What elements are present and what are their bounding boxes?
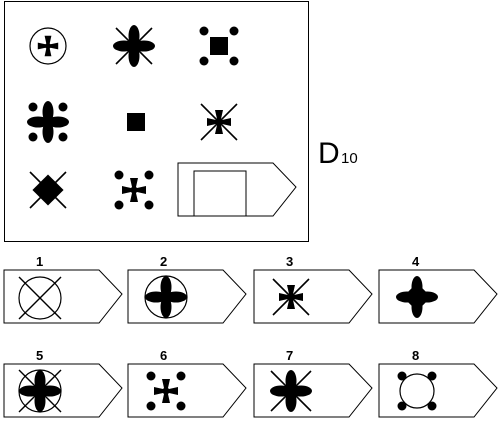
option-4[interactable]: 4 [378, 254, 498, 324]
matrix-cell-9-answer-slot [177, 162, 297, 217]
x-line [18, 369, 62, 413]
option-frame [127, 363, 247, 418]
option-frame [253, 269, 373, 324]
option-frame [378, 363, 498, 418]
square-shape [127, 113, 145, 131]
option-6[interactable]: 6 [127, 348, 247, 418]
matrix-cell-1 [29, 27, 67, 65]
option-number: 2 [160, 254, 167, 269]
matrix-cell-3 [199, 26, 239, 66]
option-2-figure [144, 275, 188, 319]
option-7-figure [270, 370, 312, 412]
option-number: 6 [160, 348, 167, 363]
option-2[interactable]: 2 [127, 254, 247, 324]
puzzle-label-number: 10 [341, 150, 358, 167]
option-8[interactable]: 8 [378, 348, 498, 418]
matrix-cell-2 [113, 25, 155, 67]
option-7[interactable]: 7 [253, 348, 373, 418]
square-shape [210, 37, 228, 55]
option-number: 1 [36, 254, 43, 269]
option-3[interactable]: 3 [253, 254, 373, 324]
option-5[interactable]: 5 [3, 348, 123, 418]
option-5-figure [18, 369, 62, 413]
matrix-cell-5 [127, 113, 145, 131]
option-number: 5 [36, 348, 43, 363]
option-number: 8 [412, 348, 419, 363]
option-8-figure [397, 371, 437, 411]
matrix-cell-4 [27, 101, 69, 143]
option-1-figure [18, 276, 62, 320]
x-line [270, 370, 312, 412]
option-number: 7 [286, 348, 293, 363]
circle-shape [399, 373, 435, 409]
option-1[interactable]: 1 [3, 254, 123, 324]
option-number: 4 [412, 254, 420, 269]
puzzle-label: D [318, 137, 340, 170]
x-line [18, 276, 62, 320]
option-number: 3 [286, 254, 293, 269]
matrix-cell-7 [29, 171, 67, 209]
square-outline-shape [193, 170, 247, 217]
